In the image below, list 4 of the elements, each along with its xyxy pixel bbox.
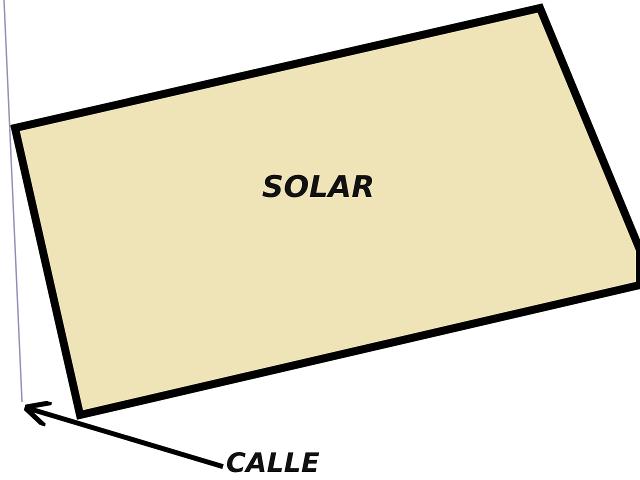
plot-label: SOLAR [262,170,375,205]
street-label: CALLE [226,448,320,479]
street-edge-line [2,0,24,402]
arrow [22,400,224,469]
